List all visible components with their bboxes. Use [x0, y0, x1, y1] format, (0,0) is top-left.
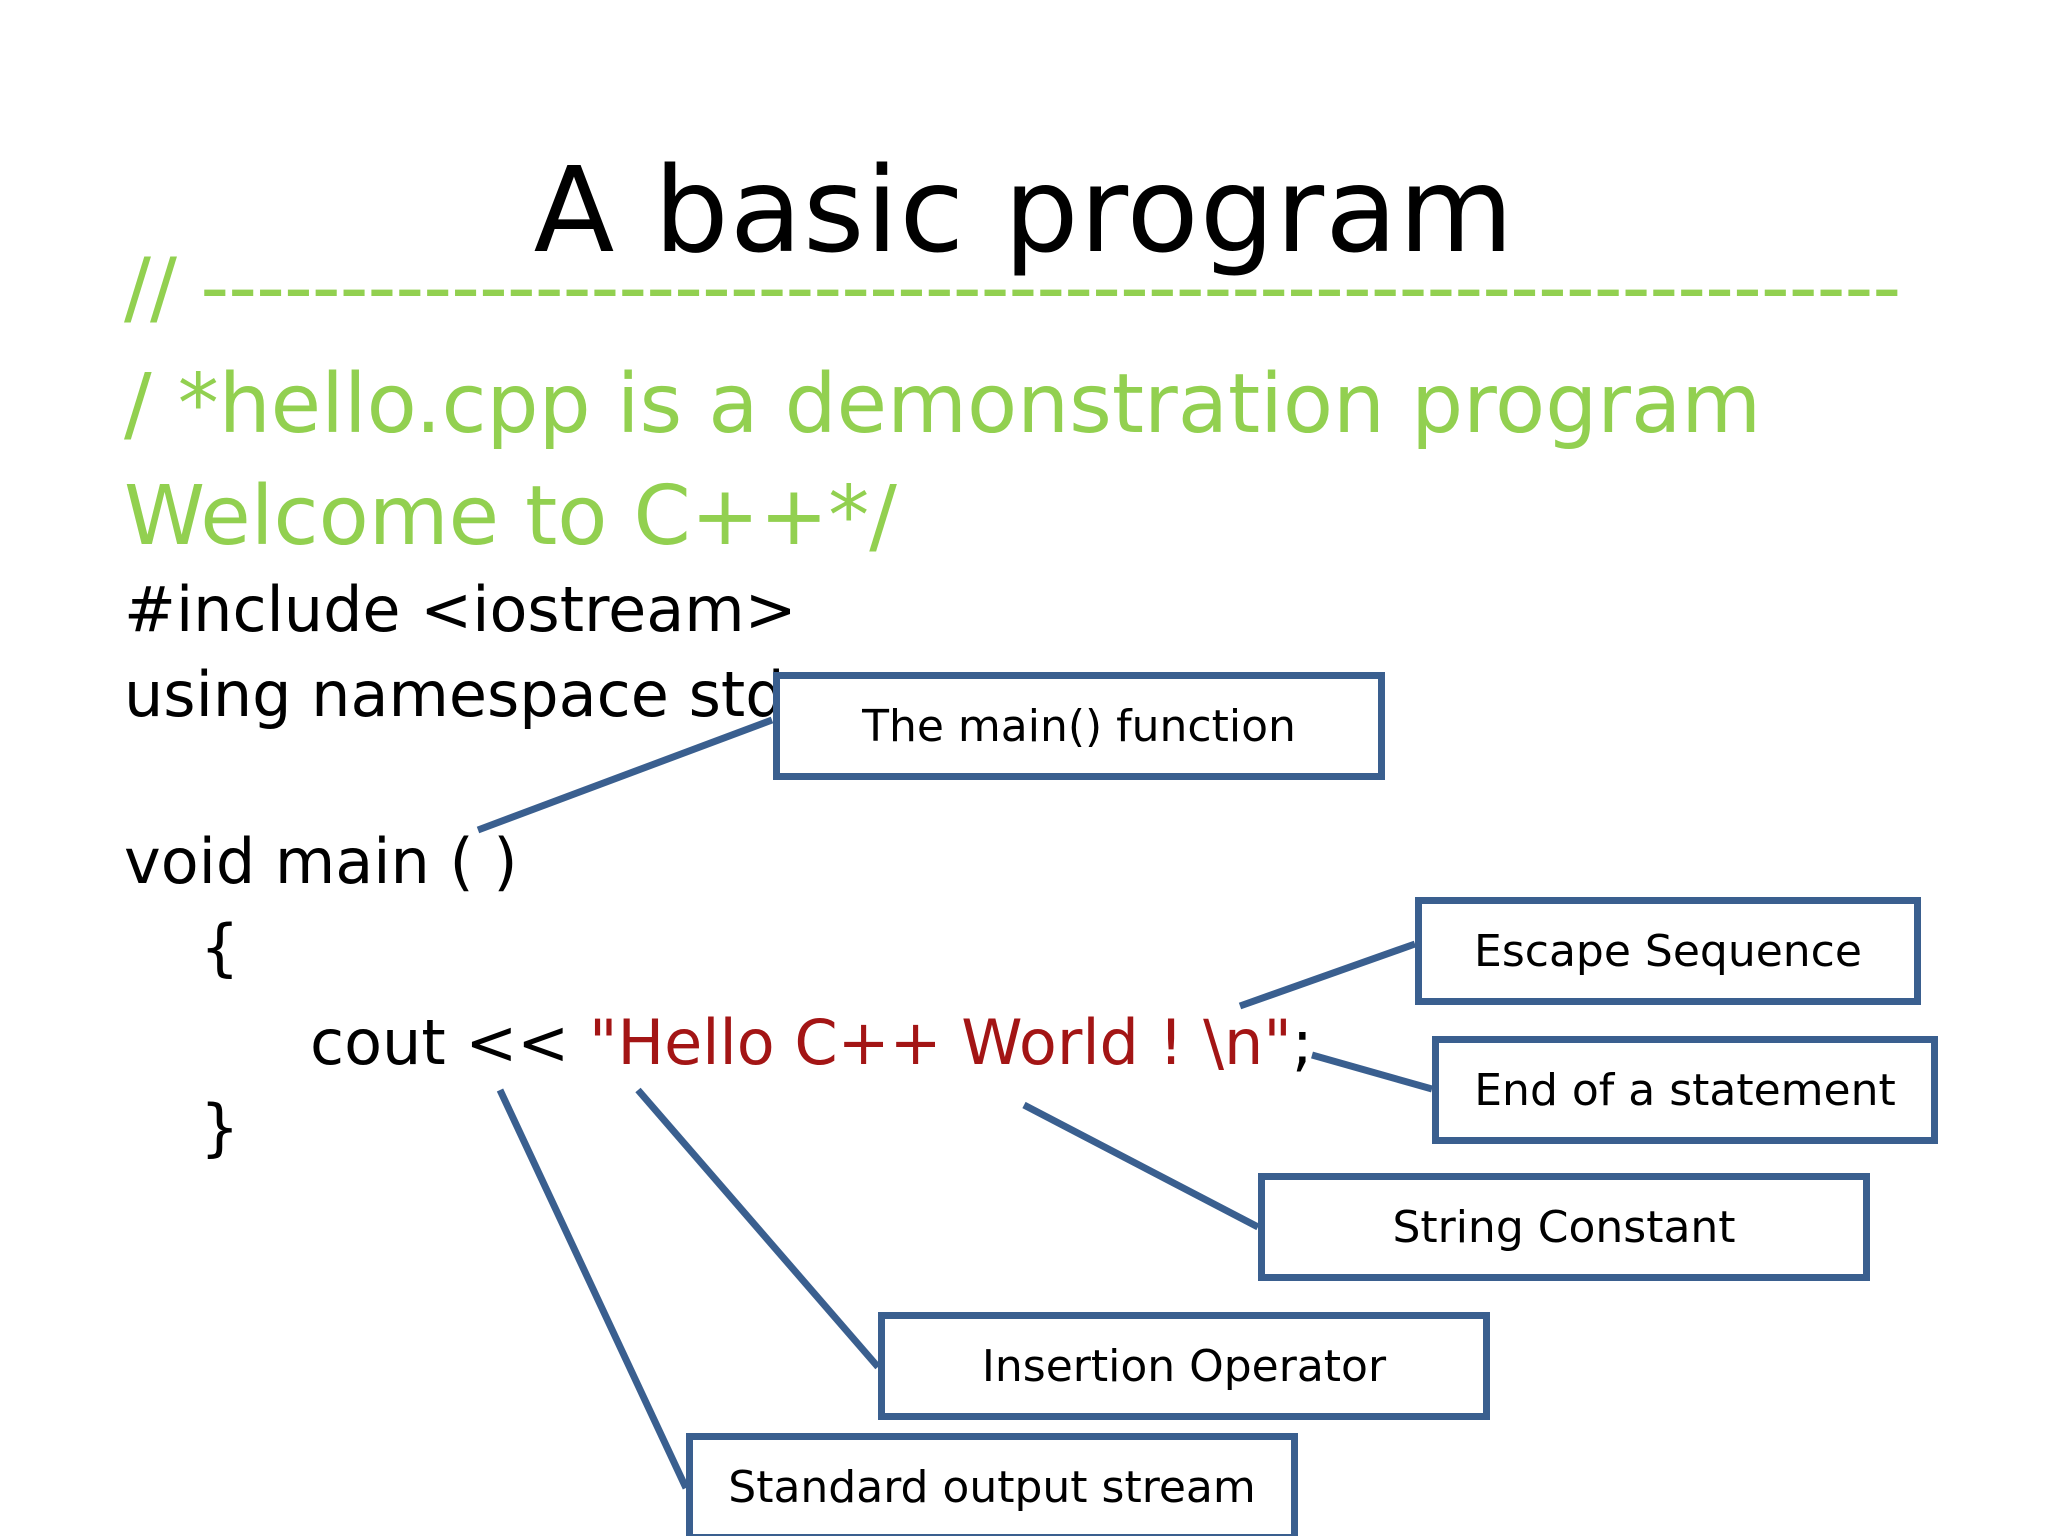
close-brace: } — [200, 1091, 240, 1164]
connector-end-statement — [1311, 1051, 1433, 1093]
connector-insertion — [635, 1087, 881, 1370]
include-line: #include <iostream> — [124, 573, 797, 646]
callout-end-statement: End of a statement — [1432, 1036, 1938, 1144]
callout-string-constant: String Constant — [1258, 1173, 1870, 1281]
comment-dash-line: // -------------------------------------… — [124, 241, 1901, 334]
main-line: void main ( ) — [124, 825, 518, 898]
cout-line: cout << "Hello C++ World ! \n"; — [310, 1003, 1313, 1083]
comment-line-2: Welcome to C++*/ — [124, 469, 897, 564]
cout-string: "Hello C++ World ! \n" — [588, 1006, 1292, 1079]
cout-prefix: cout << — [310, 1006, 589, 1079]
using-line: using namespace std; — [124, 658, 806, 731]
open-brace: { — [200, 911, 240, 984]
comment-line-1: / *hello.cpp is a demonstration program — [124, 357, 1762, 452]
connector-main — [476, 716, 774, 834]
connector-escape — [1238, 940, 1417, 1010]
connector-string-constant — [1022, 1101, 1260, 1231]
callout-output-stream: Standard output stream — [686, 1433, 1298, 1536]
connector-output-stream — [496, 1088, 690, 1490]
callout-escape-sequence: Escape Sequence — [1415, 897, 1921, 1005]
cout-suffix: ; — [1291, 1006, 1313, 1079]
slide-title: A basic program — [533, 141, 1515, 279]
callout-insertion-operator: Insertion Operator — [878, 1312, 1490, 1420]
callout-main-function: The main() function — [773, 672, 1385, 780]
